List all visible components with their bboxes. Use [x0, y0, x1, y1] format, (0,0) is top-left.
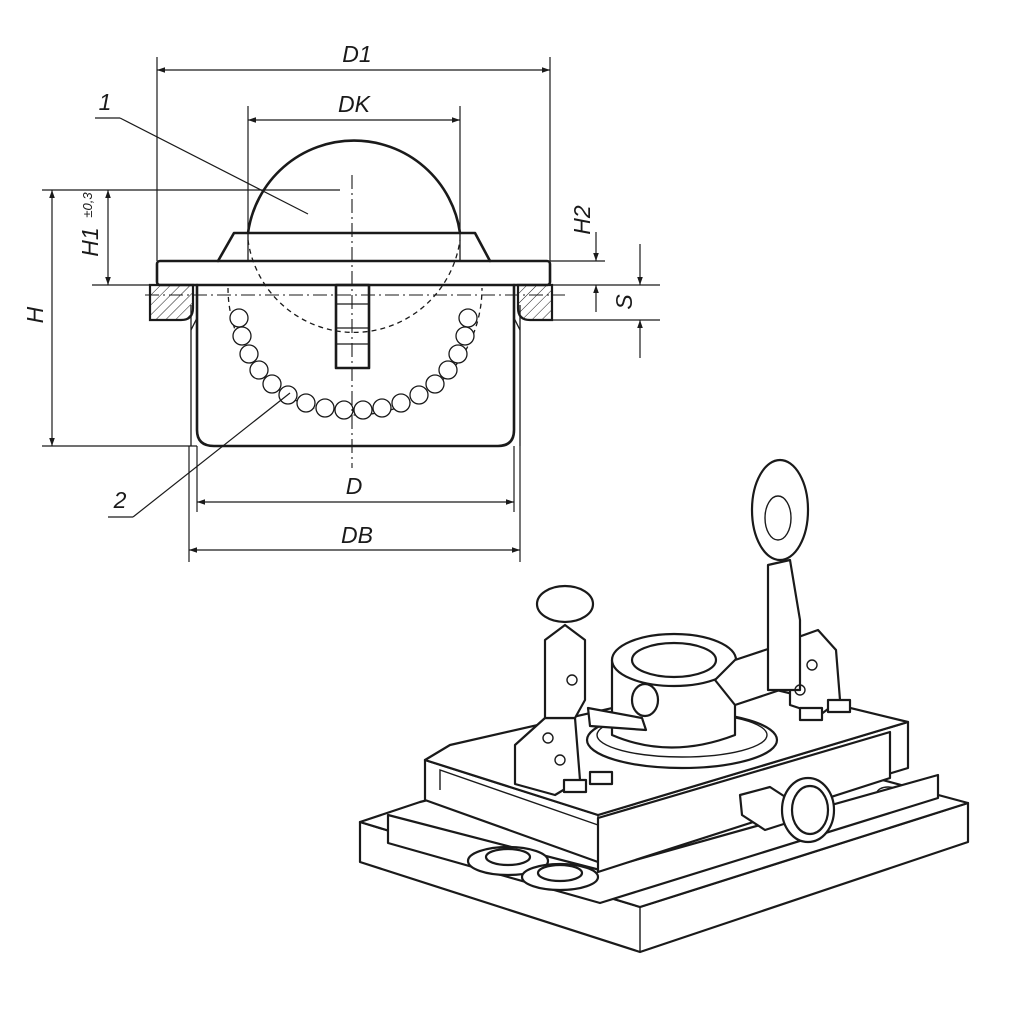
callout-1: 1	[99, 89, 112, 115]
adjustment-knob	[738, 776, 836, 844]
bearing-balls	[229, 308, 478, 420]
dim-label-h1-tolerance: ±0,3	[80, 192, 95, 218]
dim-label-s: S	[611, 294, 637, 310]
clamp-handle	[750, 458, 810, 562]
dim-label-h1: H1	[77, 227, 103, 256]
left-toggle-clamp	[513, 584, 648, 797]
dim-label-db: DB	[341, 522, 373, 548]
cap	[216, 231, 492, 263]
plate-section-right	[516, 283, 554, 322]
main-ball	[246, 139, 462, 235]
dim-label-dk: DK	[338, 91, 372, 117]
housing-cup	[195, 283, 516, 448]
plate-section-left	[148, 283, 195, 322]
isometric-fixture	[358, 458, 970, 954]
dimensions: D1 DK H H1 ±0,3 H2 S D	[22, 41, 660, 562]
dim-label-d: D	[346, 473, 363, 499]
section-view	[145, 139, 565, 468]
rubber-feet	[466, 845, 600, 892]
dim-label-h: H	[22, 306, 48, 323]
flange	[155, 259, 552, 287]
right-toggle-clamp	[750, 458, 852, 722]
callout-2: 2	[113, 487, 127, 513]
dim-label-d1: D1	[342, 41, 371, 67]
dim-label-h2: H2	[569, 205, 595, 235]
central-cylinder	[610, 632, 738, 749]
